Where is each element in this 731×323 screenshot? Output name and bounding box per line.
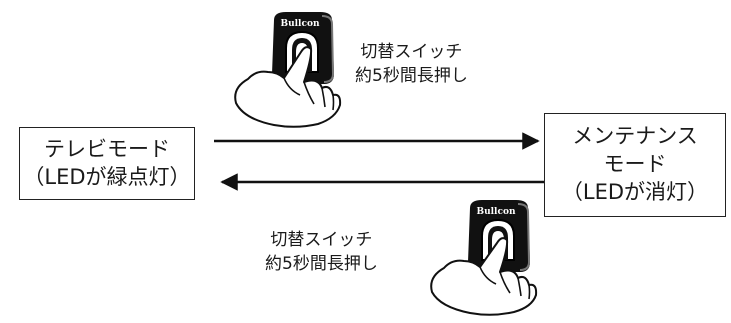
device-brand-label: Bullcon bbox=[476, 207, 515, 217]
switch-instruction-top: 切替スイッチ 約5秒間長押し bbox=[355, 40, 468, 88]
maintenance-mode-title-line1: メンテナンス bbox=[572, 124, 698, 149]
tv-mode-title: テレビモード bbox=[44, 136, 170, 161]
instruction-line1: 切替スイッチ bbox=[360, 42, 463, 62]
pressing-hand-icon bbox=[430, 237, 538, 316]
instruction-line2: 約5秒間長押し bbox=[265, 254, 378, 275]
instruction-line2: 約5秒間長押し bbox=[355, 66, 468, 87]
instruction-line1: 切替スイッチ bbox=[270, 230, 373, 250]
tv-mode-box: テレビモード （LEDが緑点灯） bbox=[19, 127, 195, 200]
maintenance-mode-box: メンテナンス モード （LEDが消灯） bbox=[544, 113, 726, 217]
pressing-hand-icon bbox=[234, 46, 342, 128]
maintenance-mode-title-line2: モード bbox=[603, 152, 667, 177]
switch-instruction-bottom: 切替スイッチ 約5秒間長押し bbox=[265, 228, 378, 276]
tv-mode-led-status: （LEDが緑点灯） bbox=[23, 164, 191, 189]
device-brand-label: Bullcon bbox=[280, 19, 319, 29]
maintenance-mode-led-status: （LEDが消灯） bbox=[561, 179, 709, 204]
